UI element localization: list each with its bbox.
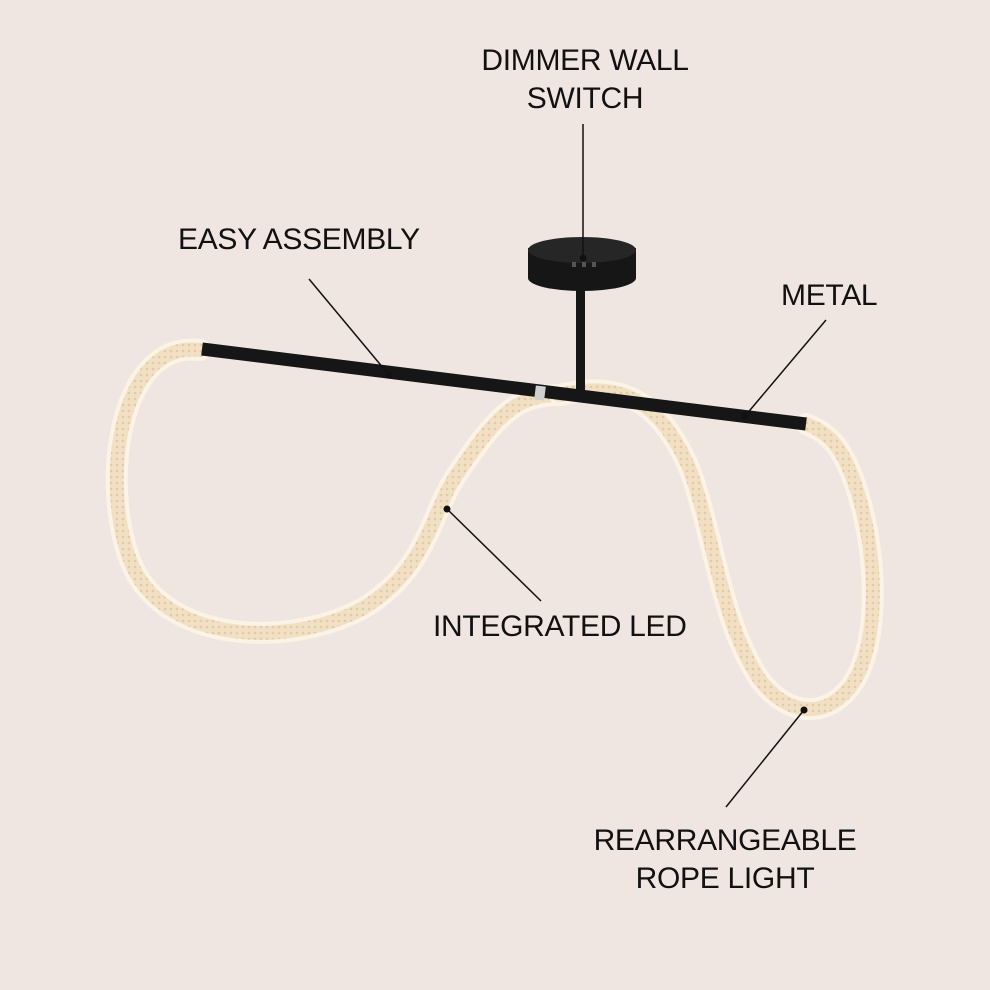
connector-joint: [534, 385, 546, 401]
callout-dimmer-line2: SWITCH: [526, 82, 644, 115]
callout-dimmer-wall-switch: DIMMER WALL SWITCH: [430, 42, 740, 118]
callout-rope-line1: REARRANGEABLE: [593, 824, 857, 857]
callout-easy-assembly: EASY ASSEMBLY: [178, 223, 420, 256]
callout-rope-line2: ROPE LIGHT: [635, 862, 815, 895]
callout-integrated-led: INTEGRATED LED: [433, 610, 687, 643]
canopy: [528, 237, 636, 291]
rope-light: [105, 338, 884, 721]
stem-rod: [576, 288, 585, 392]
callout-leaders: [308, 124, 827, 808]
callout-dimmer-line1: DIMMER WALL: [481, 44, 689, 77]
callout-rearrangeable-rope-light: REARRANGEABLE ROPE LIGHT: [570, 822, 880, 898]
callout-metal: METAL: [781, 279, 878, 312]
horizontal-bar: [201, 342, 807, 431]
